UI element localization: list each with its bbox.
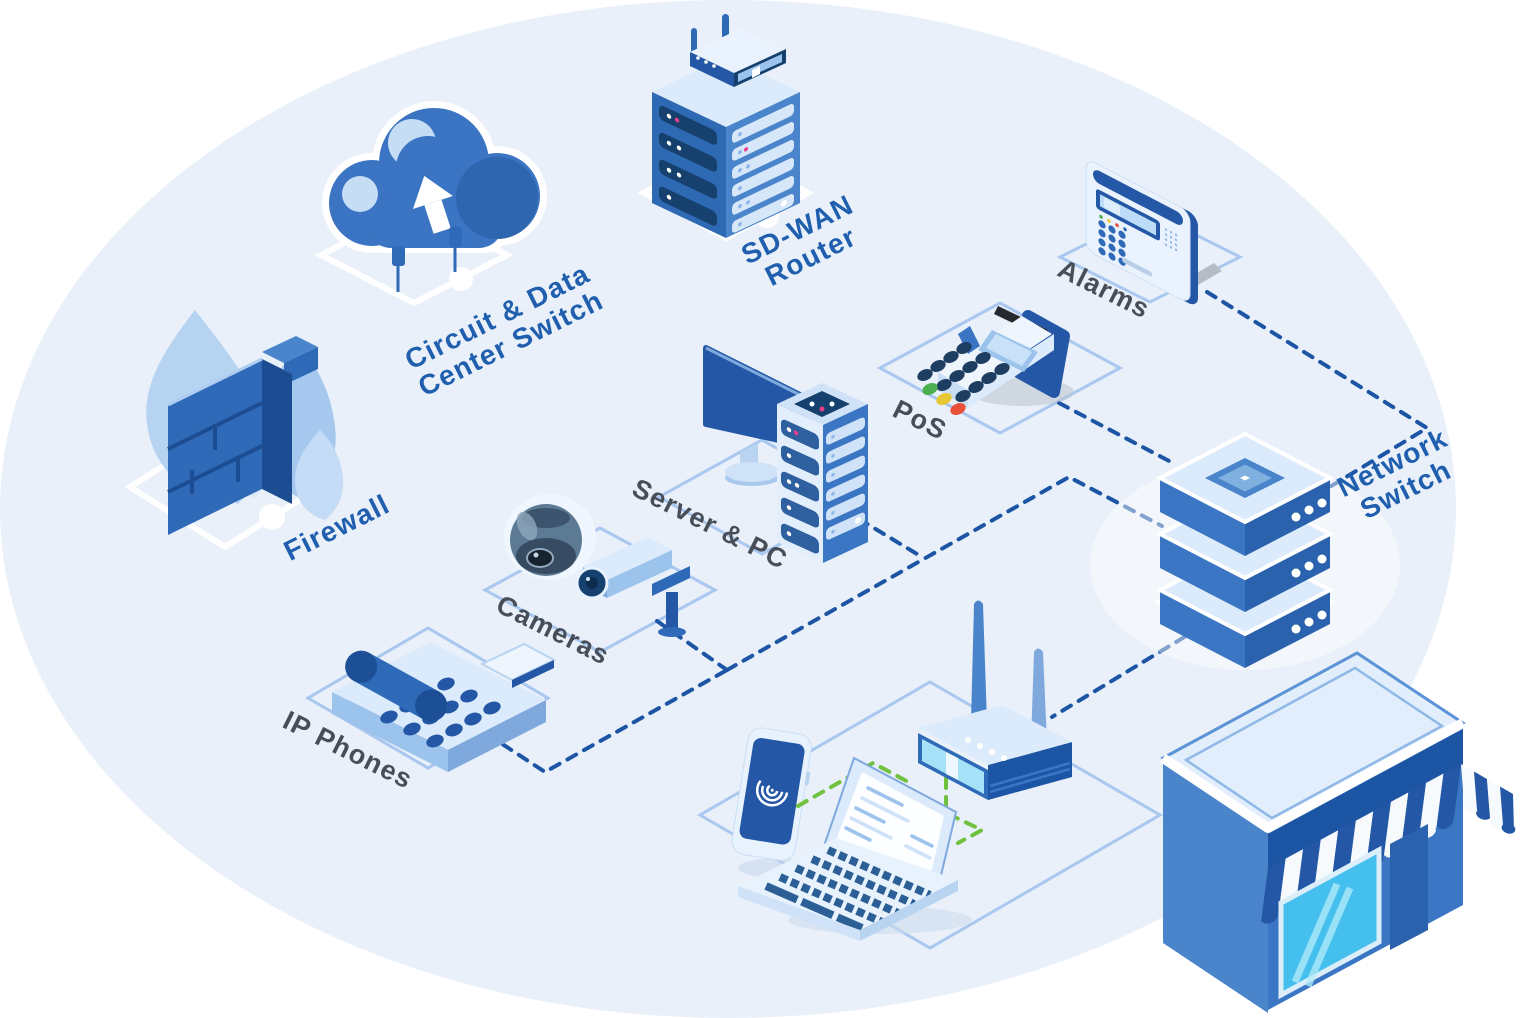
cloud-platform-node [449,267,473,291]
connection-cameras-junction [655,619,729,672]
network-switch-node: Network Switch [1090,422,1456,670]
connections-lan [485,290,1431,775]
connection-pos-switch [1057,401,1173,464]
pos-platform [876,301,1124,435]
cctv-camera-icon [575,537,690,637]
pos-node: PoS [888,306,1074,446]
store-node [1160,651,1516,1013]
connections-wireless [796,760,987,845]
connection-alarms-switch [1205,290,1431,493]
upload-arrow-icon [412,175,453,234]
connection-switch-accesspoint [1050,625,1203,719]
wireless-devices-node [731,600,1072,941]
firewall-node: Firewall [146,310,395,567]
sd-wan-router-node: SD-WAN Router [652,14,861,292]
laptop-icon [738,756,972,941]
firewall-icon [146,310,344,535]
connection-ipphones-junction [485,668,729,775]
desk-phone-icon [332,642,557,772]
storefront-icon [1160,651,1516,1013]
code-lines [844,786,934,860]
payment-terminal-icon [917,306,1074,415]
switch-stack-icon [1155,431,1335,668]
connection-router-laptop [944,776,987,845]
server-rack-antenna-icon [652,14,800,238]
connection-junction-switch [725,474,1164,672]
alarm-panel-icon [1085,161,1198,305]
connection-phone-laptop [796,760,914,808]
background-ellipse [0,0,1456,1018]
cloud-plugs [392,227,462,292]
keyboard-keys [764,846,932,932]
router-leds [965,737,1007,761]
pos-keypad [917,342,1010,402]
dome-camera-icon [504,494,596,580]
connection-serverpc-branch [857,517,924,559]
handset-icon [345,650,448,722]
monitor-and-tower-icon [703,345,868,563]
cloud-upload-icon [322,101,547,292]
awning-right-wrap [1461,764,1516,834]
wireless-router-icon [918,600,1072,800]
firewall-platform-node [259,504,285,530]
